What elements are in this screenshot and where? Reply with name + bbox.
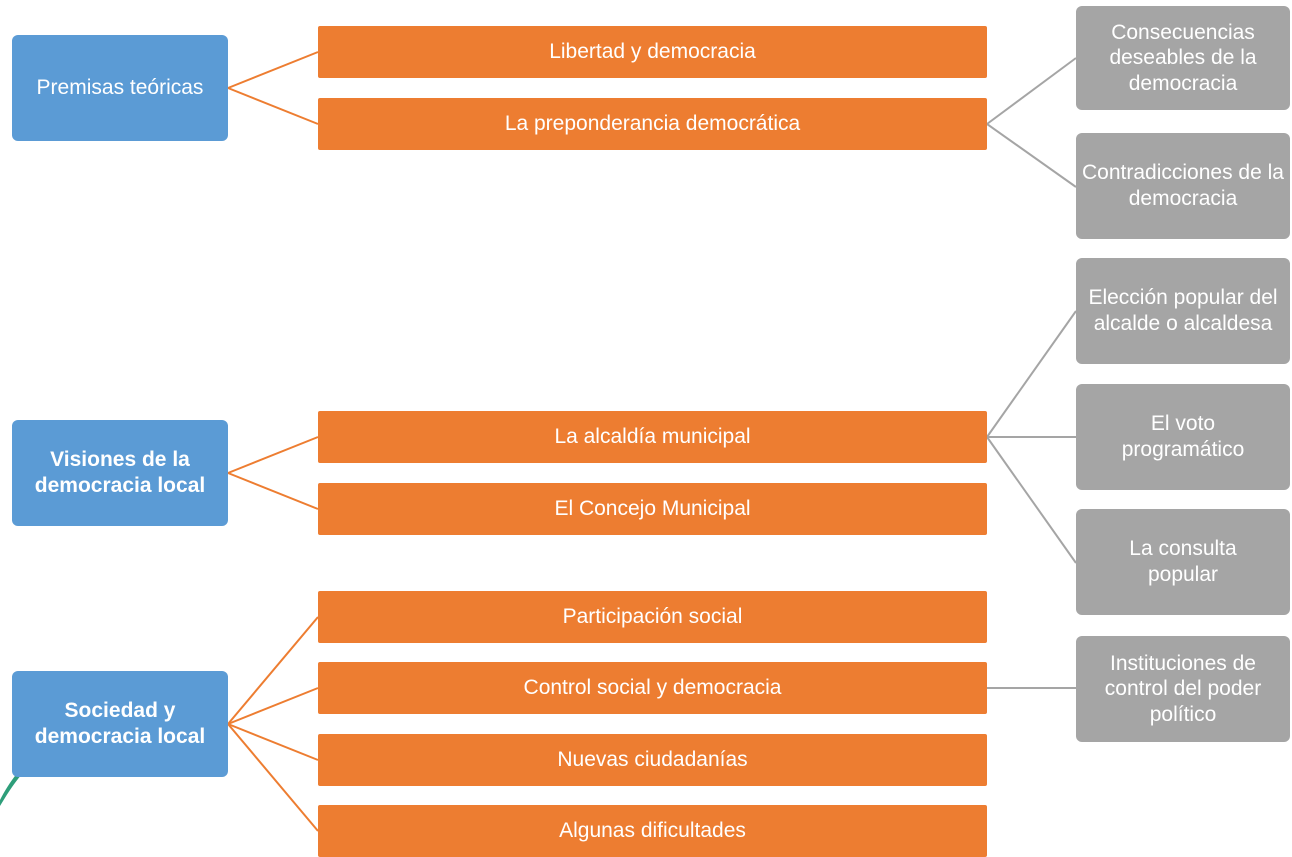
connector-preponderancia-contradicciones xyxy=(986,123,1077,188)
topic-concejo-municipal: El Concejo Municipal xyxy=(318,483,987,535)
connector-premisas-preponderancia xyxy=(227,87,319,125)
subtopic-label: Consecuencias deseables de la democracia xyxy=(1109,20,1257,95)
topic-label: Algunas dificultades xyxy=(559,819,746,843)
topic-nuevas-ciudadanias: Nuevas ciudadanías xyxy=(318,734,987,786)
topic-alcaldia-municipal: La alcaldía municipal xyxy=(318,411,987,463)
group-label: Premisas teóricas xyxy=(36,76,204,100)
connector-visiones-alcaldia xyxy=(227,436,319,474)
connector-sociedad-participacion xyxy=(227,616,319,725)
topic-label: El Concejo Municipal xyxy=(554,497,751,521)
group-label: Visiones de la democracia local xyxy=(34,448,206,497)
topic-label: La preponderancia democrática xyxy=(504,112,801,136)
connector-preponderancia-consecuencias xyxy=(986,57,1077,125)
topic-label: Participación social xyxy=(562,605,743,629)
connector-sociedad-dificultades xyxy=(227,723,319,832)
subtopic-label: El voto programático xyxy=(1121,412,1245,461)
subtopic-label: La consulta popular xyxy=(1129,537,1237,586)
topic-label: Libertad y democracia xyxy=(549,40,756,64)
connector-visiones-concejo xyxy=(227,472,319,510)
group-label: Sociedad y democracia local xyxy=(34,699,206,748)
subtopic-contradicciones: Contradicciones de la democracia xyxy=(1076,133,1290,239)
topic-label: Control social y democracia xyxy=(523,676,782,700)
topic-control-social-democracia: Control social y democracia xyxy=(318,662,987,714)
group-premisas-teoricas: Premisas teóricas xyxy=(12,35,228,141)
subtopic-label: Contradicciones de la democracia xyxy=(1082,161,1284,210)
subtopic-voto-programatico: El voto programático xyxy=(1076,384,1290,490)
group-sociedad-democracia-local: Sociedad y democracia local xyxy=(12,671,228,777)
subtopic-eleccion-popular: Elección popular del alcalde o alcaldesa xyxy=(1076,258,1290,364)
decorative-leaf-icon xyxy=(0,772,22,806)
connector-alcaldia-consulta xyxy=(986,436,1077,564)
connector-sociedad-nuevas xyxy=(227,723,319,761)
topic-label: Nuevas ciudadanías xyxy=(557,748,748,772)
subtopic-consulta-popular: La consulta popular xyxy=(1076,509,1290,615)
connector-premisas-libertad xyxy=(227,51,319,89)
subtopic-consecuencias-deseables: Consecuencias deseables de la democracia xyxy=(1076,6,1290,110)
subtopic-label: Elección popular del alcalde o alcaldesa xyxy=(1088,286,1278,335)
subtopic-label: Instituciones de control del poder polít… xyxy=(1104,651,1262,726)
subtopic-instituciones-control: Instituciones de control del poder polít… xyxy=(1076,636,1290,742)
connector-alcaldia-eleccion xyxy=(986,310,1077,438)
topic-label: La alcaldía municipal xyxy=(554,425,751,449)
topic-libertad-democracia: Libertad y democracia xyxy=(318,26,987,78)
topic-algunas-dificultades: Algunas dificultades xyxy=(318,805,987,857)
topic-preponderancia-democratica: La preponderancia democrática xyxy=(318,98,987,150)
group-visiones-democracia-local: Visiones de la democracia local xyxy=(12,420,228,526)
topic-participacion-social: Participación social xyxy=(318,591,987,643)
connector-sociedad-control xyxy=(227,687,319,725)
